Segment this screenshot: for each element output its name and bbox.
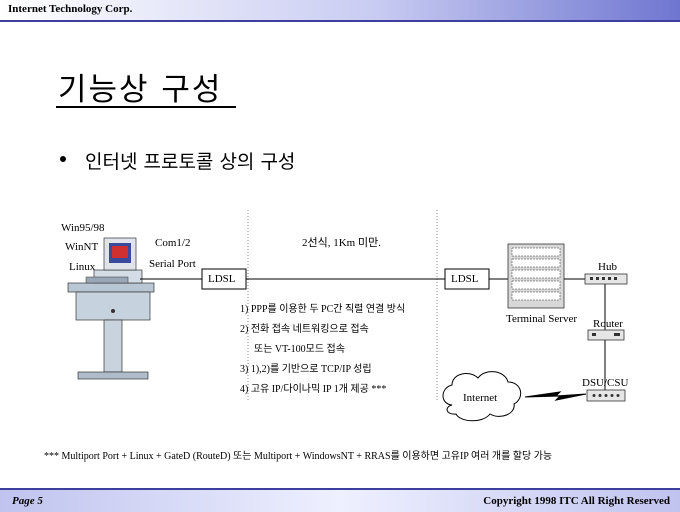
bullet-icon xyxy=(60,156,66,162)
hub-icon xyxy=(584,273,628,285)
desk-icon xyxy=(67,282,155,380)
os-label-linux: Linux xyxy=(69,261,96,273)
ldsl-right-label: LDSL xyxy=(451,273,479,285)
step-2b: 또는 VT-100모드 접속 xyxy=(254,344,345,355)
copyright: Copyright 1998 ITC All Right Reserved xyxy=(483,495,670,507)
terminal-server-icon xyxy=(507,243,565,309)
step-4: 4) 고유 IP/다이나믹 IP 1개 제공 *** xyxy=(240,384,387,395)
header-bar: Internet Technology Corp. xyxy=(0,0,680,22)
footer-bar: Page 5 Copyright 1998 ITC All Right Rese… xyxy=(0,488,680,512)
ldsl-left-box xyxy=(201,268,247,290)
slide-title: 기능상 구성 xyxy=(58,72,223,108)
internet-cloud-icon xyxy=(442,371,522,422)
company-name: Internet Technology Corp. xyxy=(8,3,133,15)
page-number: Page 5 xyxy=(12,495,43,507)
bullet-text: 인터넷 프로토콜 상의 구성 xyxy=(85,151,296,173)
os-label-winnt: WinNT xyxy=(65,241,99,253)
router-icon xyxy=(587,329,625,341)
internet-label: Internet xyxy=(463,392,498,404)
hub-label: Hub xyxy=(598,261,617,273)
terminal-server-label: Terminal Server xyxy=(506,313,578,325)
line-spec-label: 2선식, 1Km 미만. xyxy=(302,237,381,249)
dsu-csu-icon xyxy=(586,389,626,402)
os-label-win95: Win95/98 xyxy=(61,222,105,234)
step-2: 2) 전화 접속 네트워킹으로 접속 xyxy=(240,324,369,335)
com-port-label: Com1/2 xyxy=(155,237,191,249)
step-3: 3) 1),2)를 기반으로 TCP/IP 성립 xyxy=(240,364,372,375)
step-1: 1) PPP를 이용한 두 PC간 직렬 연결 방식 xyxy=(240,304,406,315)
serial-port-label: Serial Port xyxy=(149,258,196,270)
footnote: *** Multiport Port + Linux + GateD (Rout… xyxy=(44,451,553,462)
lightning-bolt-icon xyxy=(524,391,587,401)
title-underline xyxy=(56,106,236,108)
ldsl-left-label: LDSL xyxy=(208,273,236,285)
dsu-csu-label: DSU/CSU xyxy=(582,377,629,389)
ldsl-right-box xyxy=(444,268,490,290)
computer-icon xyxy=(85,237,143,284)
router-label: Router xyxy=(593,318,623,330)
